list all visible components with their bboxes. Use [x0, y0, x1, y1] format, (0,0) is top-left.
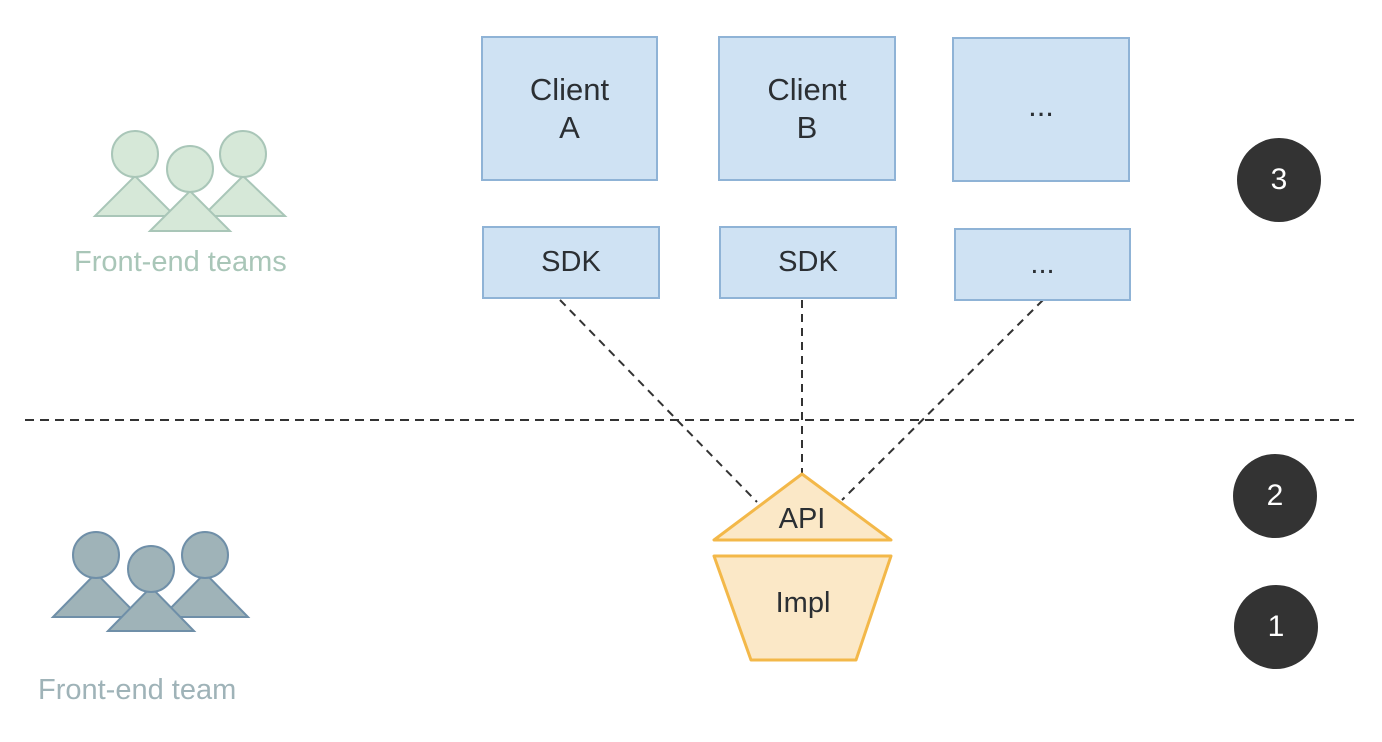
- sdk-more-box: ...: [954, 228, 1131, 301]
- front-end-teams-label: Front-end teams: [74, 246, 287, 278]
- sdk-a-box: SDK: [482, 226, 660, 299]
- api-label: API: [778, 503, 826, 535]
- client-a-label: Client A: [529, 71, 610, 145]
- layer-1-badge: 1: [1234, 585, 1318, 669]
- connector-sdk-more: [841, 299, 1044, 501]
- layer-2-number: 2: [1266, 479, 1284, 512]
- layer-3-number: 3: [1270, 163, 1288, 196]
- connector-sdk-a: [559, 299, 758, 503]
- sdk-a-label: SDK: [541, 246, 601, 278]
- client-more-box: ...: [952, 37, 1130, 182]
- layer-2-badge: 2: [1233, 454, 1317, 538]
- layer-1-number: 1: [1267, 610, 1285, 643]
- front-end-team-icon: [50, 531, 251, 632]
- client-b-label: Client B: [767, 71, 847, 145]
- impl-shape: [712, 554, 893, 662]
- impl-label: Impl: [775, 587, 831, 619]
- front-end-teams-icon: [92, 130, 288, 232]
- client-a-box: Client A: [481, 36, 658, 181]
- sdk-b-label: SDK: [778, 246, 838, 278]
- front-end-team-label: Front-end team: [38, 674, 237, 706]
- layer-3-badge: 3: [1237, 138, 1321, 222]
- sdk-more-label: ...: [1030, 248, 1055, 280]
- client-b-box: Client B: [718, 36, 896, 181]
- sdk-b-box: SDK: [719, 226, 897, 299]
- api-shape: [712, 472, 893, 542]
- client-more-label: ...: [1028, 87, 1054, 123]
